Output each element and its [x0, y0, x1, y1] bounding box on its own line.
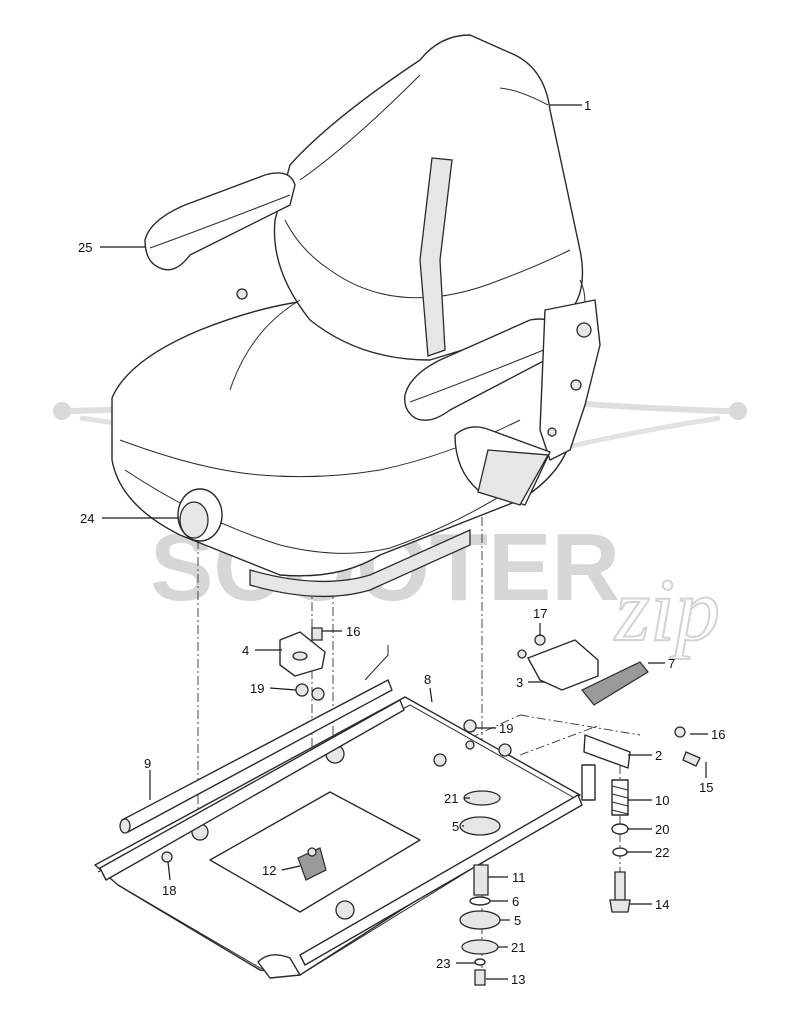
callout-10: 10 [655, 793, 669, 808]
callout-13: 13 [511, 972, 525, 987]
callout-16-right: 16 [711, 727, 725, 742]
callout-22: 22 [655, 845, 669, 860]
callout-15: 15 [699, 780, 713, 795]
callout-25: 25 [78, 240, 92, 255]
callout-2: 2 [655, 748, 662, 763]
callout-12: 12 [262, 863, 276, 878]
callout-9: 9 [144, 756, 151, 771]
callout-5-lower: 5 [514, 913, 521, 928]
callout-18: 18 [162, 883, 176, 898]
callout-23: 23 [436, 956, 450, 971]
callout-5-upper: 5 [452, 819, 459, 834]
slide-rails [99, 645, 583, 966]
watermark-suffix: zip [613, 561, 720, 660]
callout-3: 3 [516, 675, 523, 690]
callout-1: 1 [584, 98, 591, 113]
callout-14: 14 [655, 897, 669, 912]
callout-20: 20 [655, 822, 669, 837]
callout-8: 8 [424, 672, 431, 687]
callout-19-left: 19 [250, 681, 264, 696]
callout-7: 7 [668, 656, 675, 671]
callout-6: 6 [512, 894, 519, 909]
callout-24: 24 [80, 511, 94, 526]
leader-lines [100, 104, 708, 980]
callout-11: 11 [512, 870, 526, 885]
callout-16-upper: 16 [346, 624, 360, 639]
callout-17: 17 [533, 606, 547, 621]
callouts: 1 25 24 16 4 19 8 9 17 7 3 19 16 2 15 21… [78, 98, 725, 987]
seat-assembly [111, 34, 601, 598]
callout-21-upper: 21 [444, 791, 458, 806]
callout-19-right: 19 [499, 721, 513, 736]
callout-4: 4 [242, 643, 249, 658]
callout-21-lower: 21 [511, 940, 525, 955]
